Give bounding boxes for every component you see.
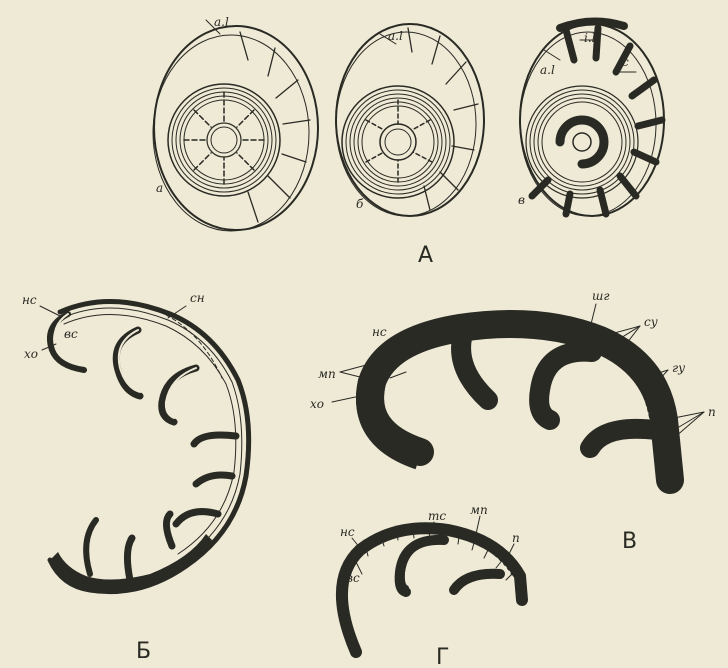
label-a-v-tag: a.l xyxy=(540,63,555,77)
label-a-b-tag: a.l xyxy=(388,29,403,43)
panel-a: a.l a.l a.l i.l c а б в А xyxy=(153,15,664,268)
label-g-p: п xyxy=(512,531,520,545)
label-a-a-tag: a.l xyxy=(214,15,229,29)
spiral-a-b xyxy=(336,24,484,216)
label-v-vs: вс xyxy=(372,373,386,387)
panel-b-labels: нс вс хо сн Б xyxy=(22,291,205,664)
label-v-p: п xyxy=(708,405,716,419)
label-b-ns: нс xyxy=(22,293,37,307)
outer-septa-a-b xyxy=(408,28,478,210)
label-v-xo: хо xyxy=(310,397,324,411)
label-a-v-tag3: c xyxy=(622,55,629,69)
label-g-ts: тс xyxy=(428,509,446,523)
panel-g: нс вс тс мп п Г xyxy=(340,503,522,668)
sublabel-a-a: а xyxy=(156,181,163,195)
label-v-su: су xyxy=(644,315,658,329)
label-g-vs: вс xyxy=(346,571,360,585)
panel-label-b: Б xyxy=(136,639,151,664)
panel-label-a: А xyxy=(418,243,433,268)
spiral-a-v xyxy=(520,21,664,216)
spiral-a-a xyxy=(153,20,318,231)
sublabel-a-b: б xyxy=(356,197,364,211)
label-a-v-tag2: i.l xyxy=(584,31,596,45)
sublabel-a-v: в xyxy=(518,193,525,207)
panel-label-g: Г xyxy=(436,645,449,668)
panel-g-labels: нс вс тс мп п Г xyxy=(340,503,520,668)
label-v-mp: мп xyxy=(318,367,336,381)
panel-v: нс мп вс хо шг су гу п xyxy=(310,289,716,554)
label-g-mp: мп xyxy=(470,503,488,517)
label-b-xo: хо xyxy=(24,347,38,361)
label-v-ns: нс xyxy=(372,325,387,339)
septa-a-b xyxy=(366,100,432,182)
label-v-shg: шг xyxy=(592,289,609,303)
label-g-ns: нс xyxy=(340,525,355,539)
label-v-gu: гу xyxy=(672,361,685,375)
panel-label-v: В xyxy=(622,529,637,554)
panel-b: нс вс хо сн Б xyxy=(22,291,249,664)
label-b-vs: вс xyxy=(64,327,78,341)
label-b-sn: сн xyxy=(190,291,205,305)
